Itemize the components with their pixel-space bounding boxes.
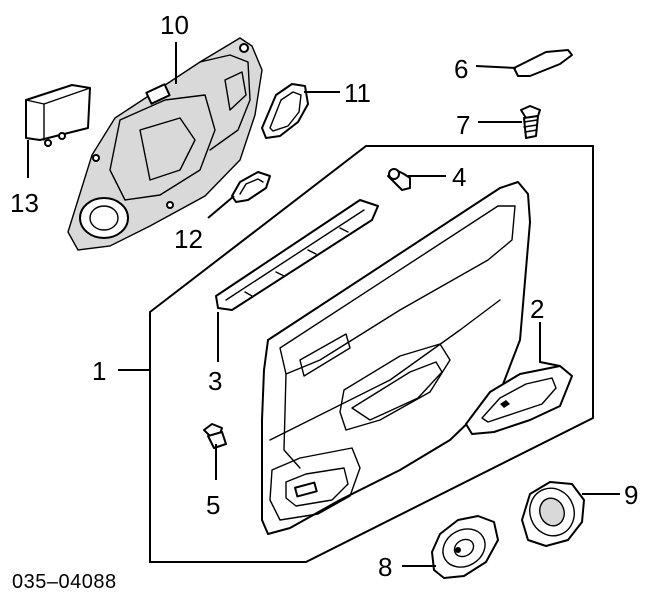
callout-9: 9: [624, 480, 638, 510]
callout-12: 12: [174, 224, 203, 254]
part-13-bracket-box: [25, 84, 91, 147]
part-4-clip: [387, 168, 411, 191]
figure-id: 035–04088: [12, 571, 117, 593]
part-7-screw: [520, 105, 541, 139]
part-5-screw: [203, 423, 227, 449]
part-9-speaker: [521, 481, 585, 547]
callout-5: 5: [206, 490, 220, 520]
callout-4: 4: [452, 162, 466, 192]
part-12-small-cover: [231, 171, 271, 203]
callout-8: 8: [378, 552, 392, 582]
callout-10: 10: [160, 10, 189, 40]
part-11-cover-pad: [261, 83, 309, 139]
callout-2: 2: [530, 294, 544, 324]
callout-11: 11: [344, 78, 371, 108]
part-6-trim-piece: [513, 49, 573, 77]
callout-3: 3: [208, 366, 222, 396]
callout-7: 7: [456, 110, 470, 140]
leader-lines: [27, 42, 620, 567]
part-3-garnish-strip: [215, 199, 379, 311]
part-10-door-module: [67, 37, 263, 251]
part-2-switch-bezel: [465, 365, 573, 435]
callout-13: 13: [10, 188, 39, 218]
assembly-outline: [149, 145, 594, 563]
part-1-door-trim-panel: [261, 181, 531, 535]
callout-1: 1: [92, 356, 106, 386]
part-8-speaker: [431, 515, 499, 579]
callout-6: 6: [454, 54, 468, 84]
